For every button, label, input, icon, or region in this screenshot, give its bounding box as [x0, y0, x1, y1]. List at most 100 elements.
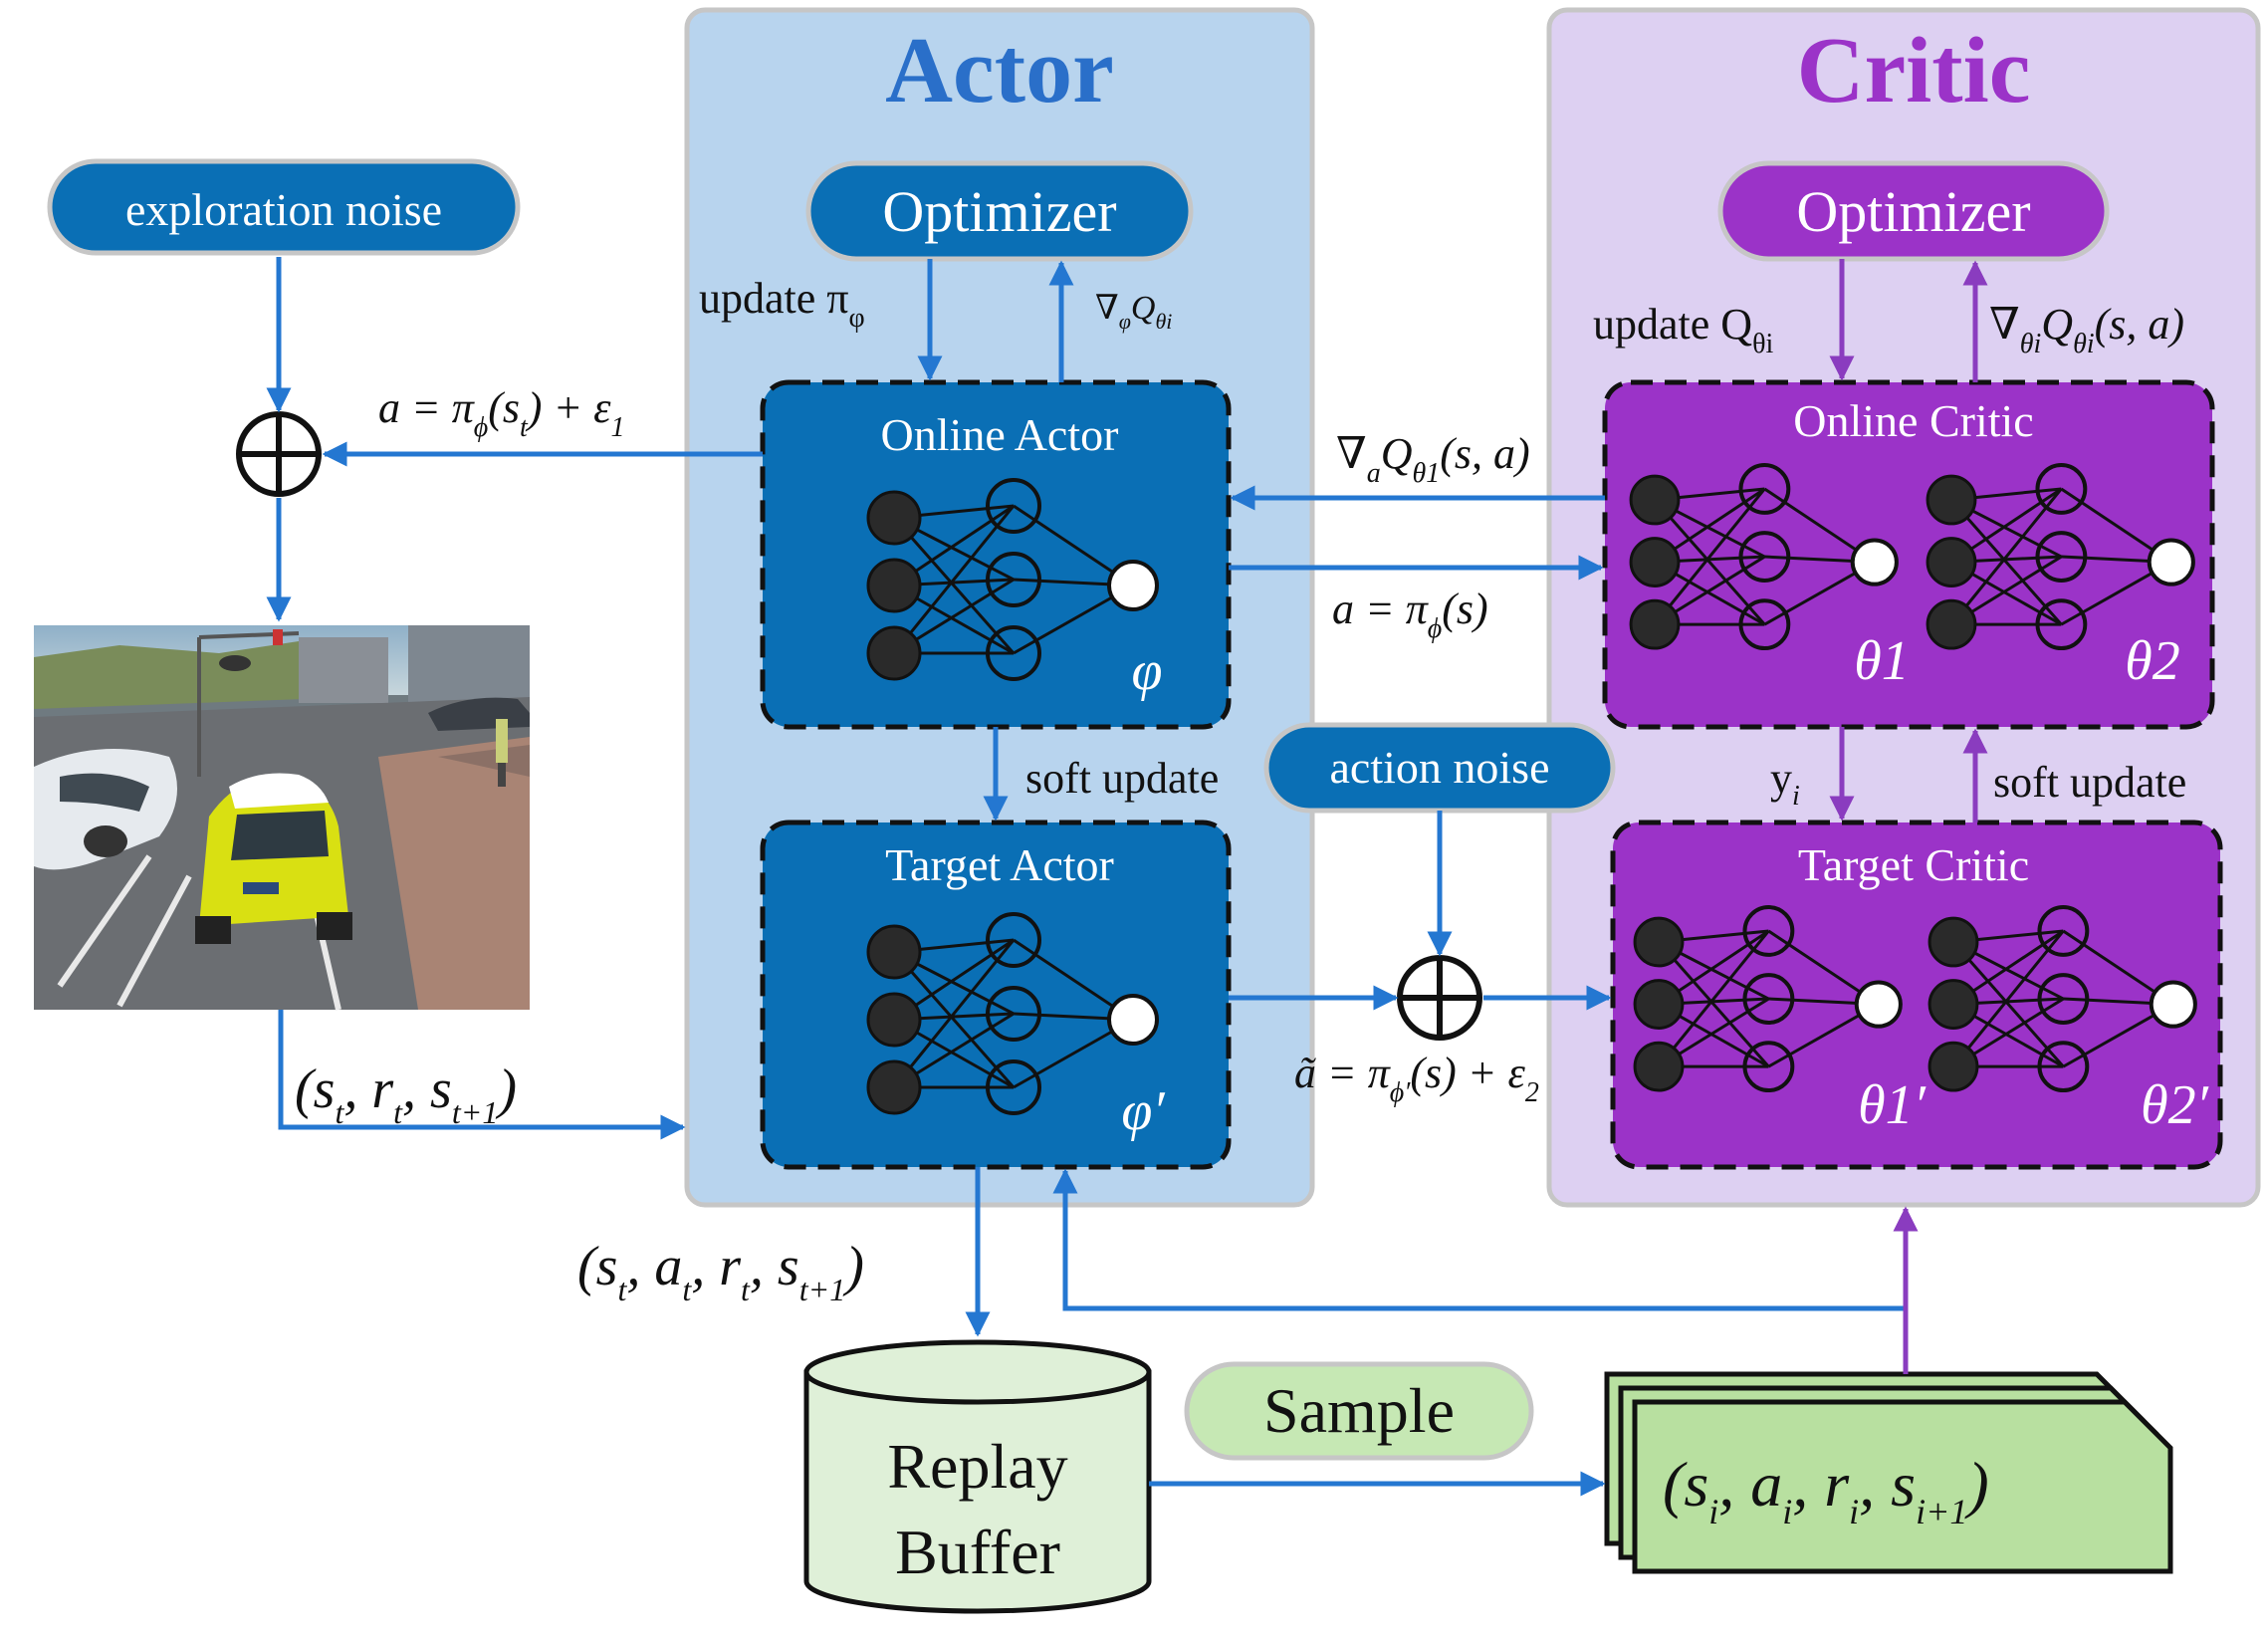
target-critic-param-1: θ1′ [1858, 1074, 1927, 1136]
online-actor-network [866, 478, 1159, 681]
input-node [866, 992, 922, 1048]
hidden-node [986, 1059, 1041, 1115]
output-node [1854, 980, 1903, 1029]
driving-scene-image [34, 625, 530, 1011]
online-critic-param-2: θ2 [2125, 630, 2180, 692]
hidden-node [986, 552, 1041, 607]
output-node [2147, 538, 2195, 587]
actor-update-label: update πφ [699, 274, 865, 334]
actor-gradient-label: ∇φQθi [1095, 290, 1172, 334]
network-edge [892, 951, 1016, 1088]
exploration-noise-label: exploration noise [125, 184, 442, 235]
hidden-node [986, 986, 1041, 1042]
buffer-transition-label: (st, at, rt, st+1) [577, 1236, 864, 1307]
online-critic-network-2 [1926, 463, 2195, 651]
critic-update-label: update Qθi [1593, 300, 1773, 359]
target-critic-network-2 [1928, 905, 2197, 1093]
input-node [1928, 916, 1979, 968]
hidden-node [2037, 905, 2090, 957]
exploration-sum-node [236, 411, 322, 497]
input-node [1926, 474, 1977, 526]
network-edge [1951, 941, 2065, 1068]
network-edge [892, 517, 1016, 654]
input-node [1928, 1041, 1979, 1092]
hidden-node [1742, 1041, 1795, 1093]
network-edge [892, 939, 1016, 1088]
target-critic-network-1 [1633, 905, 1903, 1093]
replay-buffer-line2: Buffer [895, 1517, 1060, 1587]
network-edge [892, 505, 1016, 654]
target-action-equation: ã = πϕ′(s) + ε2 [1294, 1049, 1539, 1108]
sample-label: Sample [1263, 1375, 1455, 1446]
online-actor-title: Online Actor [881, 409, 1119, 460]
input-node [1926, 537, 1977, 587]
arrow-sample-to-actor [1052, 1168, 1906, 1311]
network-edge [1949, 499, 2063, 626]
online-critic-network-1 [1629, 463, 1899, 651]
target-actor-param: φ′ [1121, 1080, 1165, 1142]
actor-optimizer-label: Optimizer [882, 179, 1116, 244]
hidden-node [986, 478, 1041, 534]
network-edge [1653, 488, 1766, 626]
sample-transition-label: (si, ai, ri, si+1) [1663, 1449, 1989, 1531]
target-actor-title: Target Actor [885, 839, 1114, 890]
input-node [1629, 598, 1681, 650]
actor-soft-update-label: soft update [1025, 754, 1219, 803]
network-edge [1949, 488, 2063, 626]
critic-to-actor-gradient: ∇aQθ1(s, a) [1336, 429, 1530, 489]
hidden-node [1742, 973, 1795, 1025]
input-node [1633, 1041, 1685, 1092]
hidden-node [986, 912, 1041, 968]
purple-arrows [1829, 259, 1988, 1374]
action-noise-sum-node [1397, 955, 1482, 1041]
replay-buffer-cylinder [803, 1339, 1152, 1614]
input-node [1629, 537, 1681, 587]
policy-action-equation: a = πϕ(s) [1332, 585, 1488, 644]
hidden-node [1738, 463, 1791, 515]
input-node [866, 924, 922, 980]
input-node [1926, 598, 1977, 650]
online-critic-param-1: θ1 [1854, 630, 1910, 692]
target-critic-param-2: θ2′ [2141, 1074, 2209, 1136]
input-node [866, 625, 922, 681]
exploration-action-equation: a = πϕ(st) + ε1 [378, 383, 624, 443]
critic-optimizer-pill [1717, 160, 2110, 262]
network-edge [1657, 930, 1770, 1068]
network-edge [1653, 499, 1766, 626]
blue-arrows [266, 257, 1906, 1497]
minibatch-cards [1604, 1371, 2173, 1574]
env-transition-label: (st, rt, st+1) [295, 1058, 517, 1130]
action-noise-label: action noise [1330, 742, 1550, 793]
input-node [866, 490, 922, 546]
hidden-node [986, 625, 1041, 681]
hidden-node [1742, 905, 1795, 957]
network-edge [1951, 930, 2065, 1068]
critic-soft-update-label: soft update [1993, 758, 2186, 807]
input-node [1629, 474, 1681, 526]
hidden-node [2035, 598, 2088, 651]
actor-title: Actor [885, 19, 1114, 122]
sample-pill [1184, 1361, 1534, 1461]
online-critic-box [1602, 379, 2215, 730]
hidden-node [2037, 1041, 2090, 1093]
input-node [1633, 916, 1685, 968]
hidden-node [2037, 973, 2090, 1025]
hidden-node [2035, 463, 2088, 515]
input-node [1928, 979, 1979, 1030]
target-value-label: yi [1770, 754, 1800, 812]
input-node [866, 1059, 922, 1115]
replay-buffer-line1: Replay [887, 1431, 1067, 1502]
input-node [1633, 979, 1685, 1030]
online-critic-title: Online Critic [1793, 395, 2033, 446]
critic-optimizer-label: Optimizer [1796, 179, 2030, 244]
output-node [1107, 994, 1159, 1046]
output-node [1107, 560, 1159, 611]
hidden-node [2035, 531, 2088, 583]
arrow-scene-to-actor-panel [278, 1010, 686, 1140]
critic-title: Critic [1797, 19, 2031, 122]
exploration-noise-pill [47, 158, 521, 256]
target-actor-network [866, 912, 1159, 1115]
output-node [1850, 538, 1899, 587]
actor-optimizer-pill [805, 160, 1194, 262]
